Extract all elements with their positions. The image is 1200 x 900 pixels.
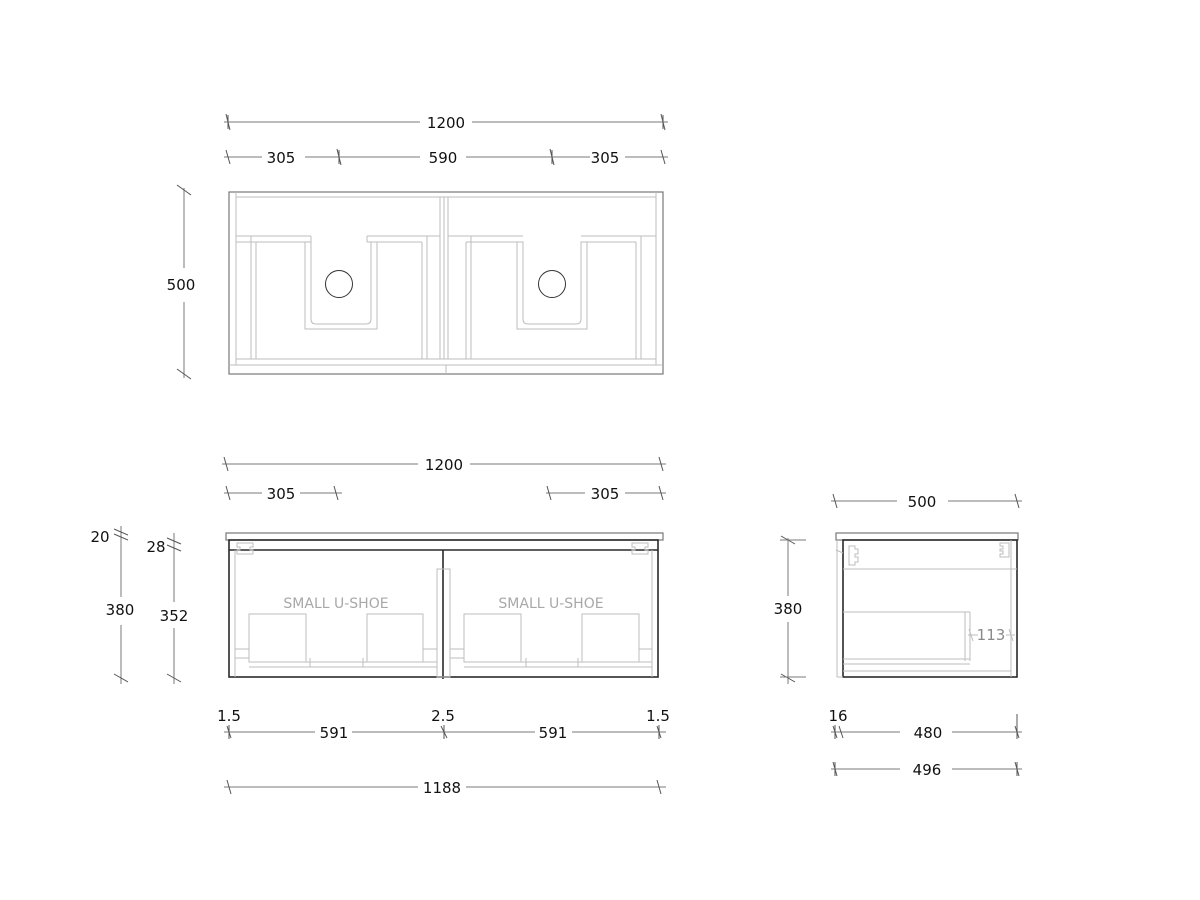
drawer-label-right: SMALL U-SHOE [498,596,603,612]
plan-segment-middle-label: 590 [429,149,458,167]
front-thickness-label: 16 [828,707,847,725]
front-view: SMALL U-SHOE SMALL U-SHOE [113,456,666,795]
drawer-gap-label: 28 [146,538,165,556]
drawer-height-label: 352 [160,607,189,625]
front-left-drawer: SMALL U-SHOE [235,596,437,668]
plan-left-waste-hole [325,270,353,298]
plan-segment-left-label: 305 [267,149,296,167]
side-depth-label: 500 [908,493,937,511]
side-height-label: 380 [774,600,803,618]
top-thickness-label: 20 [90,528,109,546]
front-top-slab [225,532,664,541]
plan-depth-label: 500 [167,276,196,294]
front-height-dimensions [113,526,182,684]
front-offset-dimensions [224,485,666,501]
inner-width-label: 1188 [423,779,461,797]
dimension-labels: 1200 305 590 305 500 1200 305 305 20 380… [90,114,1005,797]
front-right-drawer: SMALL U-SHOE [450,596,652,668]
left-clip-icon [236,542,254,555]
plan-view [176,113,668,380]
plan-segment-right-label: 305 [591,149,620,167]
plan-depth-dimension [176,184,192,380]
plan-right-waste-hole [538,270,566,298]
front-overall-width-dimension [222,456,666,472]
plan-overall-width-dimension [224,113,668,131]
drawer-width-left-label: 591 [320,724,349,742]
side-drawer [843,611,1011,672]
front-width-label: 1200 [425,456,463,474]
drawer-label-left: SMALL U-SHOE [283,596,388,612]
side-clearance-dimension [968,628,1015,642]
front-inner-width-dimension [224,779,666,795]
right-clip-icon [631,542,649,555]
plan-right-drawer [448,235,656,359]
gap-left-label: 1.5 [217,707,241,725]
side-height-dimension [780,535,806,684]
plan-width-label: 1200 [427,114,465,132]
side-total-depth-label: 496 [913,761,942,779]
side-body-depth-label: 480 [914,724,943,742]
plan-segment-dimensions [224,148,668,166]
side-top-slab [835,532,1019,541]
side-clip-icon-left [848,545,859,566]
front-left-offset-label: 305 [267,485,296,503]
side-body-depth-dimension [831,714,1022,739]
gap-middle-label: 2.5 [431,707,455,725]
side-total-depth-dimension [831,761,1022,777]
gap-right-label: 1.5 [646,707,670,725]
front-right-offset-label: 305 [591,485,620,503]
cabinet-height-label: 380 [106,601,135,619]
plan-left-drawer [236,235,440,359]
side-view [780,493,1022,777]
side-clip-icon-right [999,542,1010,558]
drawer-width-right-label: 591 [539,724,568,742]
side-overall-depth-dimension [831,493,1022,509]
side-clearance-label: 113 [977,626,1006,644]
front-drawer-width-dimensions [224,725,666,739]
